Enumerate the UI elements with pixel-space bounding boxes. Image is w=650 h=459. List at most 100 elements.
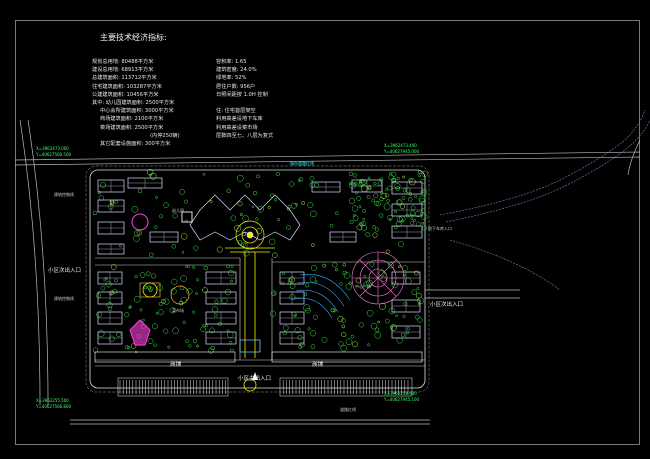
tree <box>366 309 374 317</box>
kindergarten-features <box>129 211 193 346</box>
tree <box>293 313 297 317</box>
building-unit-lines <box>330 232 356 242</box>
indicator-density: 建筑密度: 24.0% <box>216 67 257 74</box>
tree <box>348 197 356 204</box>
label-shop-right: 商铺 <box>312 362 324 368</box>
tree <box>106 302 113 308</box>
tree <box>314 182 320 188</box>
tree <box>242 215 249 222</box>
tree <box>342 270 347 276</box>
tree <box>410 217 414 221</box>
tree <box>196 344 200 348</box>
tree <box>385 188 388 191</box>
site-boundary <box>89 169 426 389</box>
tree <box>167 345 171 349</box>
label-garage: 地下车库入口 <box>428 226 452 231</box>
tree <box>388 262 394 269</box>
building-unit-lines <box>98 244 124 254</box>
label-entry-west-main: 小区次出入口 <box>48 268 82 274</box>
tree <box>289 294 296 300</box>
tree <box>379 213 384 218</box>
tree <box>245 182 251 188</box>
tree <box>288 276 295 283</box>
tree <box>172 213 178 219</box>
tree <box>273 198 278 202</box>
label-coord-8: Y=40627945.100 <box>384 397 420 402</box>
tree <box>335 268 338 272</box>
tree <box>163 202 169 208</box>
tree <box>416 287 420 291</box>
tree <box>310 265 317 271</box>
tree <box>187 264 191 268</box>
tree <box>420 213 428 221</box>
tree <box>291 202 297 209</box>
indicator-parking: (内停250辆) <box>150 132 180 139</box>
tree <box>384 318 390 324</box>
tree <box>289 283 296 289</box>
label-entry-east: 小区次出入口 <box>430 302 464 308</box>
tree <box>301 201 306 206</box>
tree <box>414 195 418 199</box>
building-unit-lines <box>206 332 236 344</box>
tree <box>134 275 138 279</box>
tree <box>406 327 410 331</box>
indicator-public-area: 公建建筑面积: 10456平方米 <box>92 91 159 98</box>
building-unit-lines <box>352 180 382 192</box>
indicators-title: 主要技术经济指标: <box>100 33 167 42</box>
tree <box>281 271 286 276</box>
tree <box>334 211 339 216</box>
tree <box>356 224 363 231</box>
tree <box>211 306 218 313</box>
central-axis <box>225 247 275 392</box>
building-unit-lines <box>206 292 236 304</box>
tree <box>380 276 387 282</box>
indicator-kindergarten: 其中: 幼儿园建筑面积: 2500平方米 <box>92 100 175 107</box>
tree <box>180 275 187 282</box>
tree <box>379 302 386 310</box>
tree <box>152 323 158 330</box>
tree <box>147 169 154 176</box>
building-unit-lines <box>98 292 122 304</box>
label-entry-west-2: 建筑控制线 <box>54 296 74 301</box>
tree <box>163 298 170 305</box>
tree <box>294 202 298 206</box>
tree <box>181 233 188 240</box>
tree <box>379 177 384 182</box>
road-east-edge <box>627 139 641 176</box>
tree <box>377 320 380 324</box>
tree <box>126 345 131 350</box>
tree <box>147 338 154 345</box>
fan-water-area <box>293 273 351 319</box>
tree <box>256 228 263 234</box>
tree <box>171 278 178 285</box>
tree <box>422 225 427 231</box>
tree <box>241 242 246 247</box>
central-clubhouse <box>189 194 301 250</box>
tree <box>313 314 318 320</box>
label-entry-west-1: 建筑控制线 <box>54 192 74 197</box>
tree <box>420 178 426 184</box>
indicator-note-1: 住: 住宅首层架空 <box>216 108 256 115</box>
indicator-club: 中心会所建筑面积: 3000平方米 <box>100 108 174 115</box>
tree <box>391 178 396 184</box>
tree <box>299 342 305 348</box>
building-unit-lines <box>280 332 304 344</box>
tree <box>181 251 185 254</box>
tree <box>420 188 428 196</box>
tree <box>216 246 223 253</box>
label-coord-7: X=3962258.900 <box>384 391 417 396</box>
tree <box>209 327 215 334</box>
tree <box>358 182 364 187</box>
tree <box>354 191 358 195</box>
tree <box>107 306 113 311</box>
tree <box>155 196 158 199</box>
indicator-note-3: 利用高差设菜市场 <box>216 124 258 131</box>
tree <box>377 181 382 186</box>
tree <box>111 288 118 295</box>
tree <box>100 182 106 188</box>
label-road-south: 道路红线 <box>340 407 356 412</box>
label-kindergarten: 幼儿园 <box>172 208 184 213</box>
building-unit-lines <box>206 312 236 324</box>
red-line <box>85 165 430 393</box>
building-unit-lines <box>98 200 124 212</box>
